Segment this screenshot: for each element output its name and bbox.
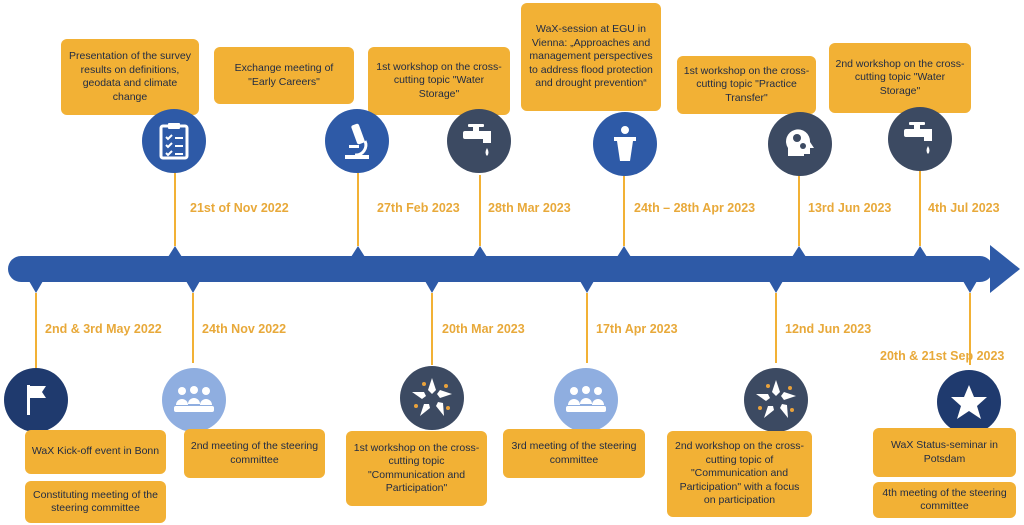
event-date: 27th Feb 2023 (377, 201, 460, 215)
group-meeting-icon (554, 368, 618, 432)
star-icon (937, 370, 1001, 434)
event-box-early-careers: Exchange meeting of "Early Careers" (214, 47, 354, 104)
tick-bottom (769, 281, 783, 293)
event-date: 13rd Jun 2023 (808, 201, 892, 215)
connector-line (192, 293, 194, 363)
event-box-steering-4: 4th meeting of the steering committee (873, 482, 1016, 518)
head-gears-icon (768, 112, 832, 176)
tick-bottom (580, 281, 594, 293)
timeline-bar (8, 256, 993, 282)
connector-line (919, 170, 921, 246)
tick-top (617, 246, 631, 257)
connector-line (586, 293, 588, 363)
connector-line (623, 175, 625, 246)
connector-line (775, 293, 777, 363)
tick-top (473, 246, 487, 257)
water-tap-icon (888, 107, 952, 171)
tick-bottom (963, 281, 977, 293)
event-box-egu: WaX-session at EGU in Vienna: „Approache… (521, 3, 661, 111)
event-box-constituting-meeting: Constituting meeting of the steering com… (25, 481, 166, 523)
connector-line (35, 293, 37, 368)
event-box-status-seminar: WaX Status-seminar in Potsdam (873, 428, 1016, 477)
event-date: 24th Nov 2022 (202, 322, 287, 336)
hands-together-icon (400, 366, 464, 430)
podium-icon (593, 112, 657, 176)
event-date: 12nd Jun 2023 (785, 322, 872, 336)
clipboard-icon (142, 109, 206, 173)
group-meeting-icon (162, 368, 226, 432)
event-box-steering-2: 2nd meeting of the steering committee (184, 429, 325, 478)
event-box-water-storage-1: 1st workshop on the cross-cutting topic … (368, 47, 510, 115)
connector-line (174, 163, 176, 246)
event-date: 2nd & 3rd May 2022 (45, 322, 162, 336)
event-date: 20th Mar 2023 (442, 322, 525, 336)
event-date: 24th – 28th Apr 2023 (634, 201, 756, 215)
event-date: 17th Apr 2023 (596, 322, 678, 336)
event-date: 21st of Nov 2022 (190, 201, 289, 215)
event-box-communication-1: 1st workshop on the cross-cutting topic … (346, 431, 487, 506)
microscope-icon (325, 109, 389, 173)
hands-together-icon (744, 368, 808, 432)
event-box-practice-transfer: 1st workshop on the cross-cutting topic … (677, 56, 816, 114)
event-box-survey: Presentation of the survey results on de… (61, 39, 199, 115)
event-box-water-storage-2: 2nd workshop on the cross-cutting topic … (829, 43, 971, 113)
flag-icon (4, 368, 68, 432)
tick-top (913, 246, 927, 257)
event-box-steering-3: 3rd meeting of the steering committee (503, 429, 645, 478)
water-tap-icon (447, 109, 511, 173)
timeline-arrowhead (990, 245, 1020, 293)
connector-line (479, 175, 481, 246)
connector-line (798, 175, 800, 246)
connector-line (431, 293, 433, 365)
tick-top (168, 246, 182, 257)
tick-bottom (29, 281, 43, 293)
tick-bottom (425, 281, 439, 293)
event-box-communication-2: 2nd workshop on the cross-cutting topic … (667, 431, 812, 517)
event-box-kickoff: WaX Kick-off event in Bonn (25, 430, 166, 474)
tick-top (351, 246, 365, 257)
connector-line (357, 163, 359, 246)
connector-line (969, 293, 971, 365)
tick-bottom (186, 281, 200, 293)
event-date: 4th Jul 2023 (928, 201, 1000, 215)
event-date: 20th & 21st Sep 2023 (880, 349, 1005, 363)
tick-top (792, 246, 806, 257)
event-date: 28th Mar 2023 (488, 201, 571, 215)
